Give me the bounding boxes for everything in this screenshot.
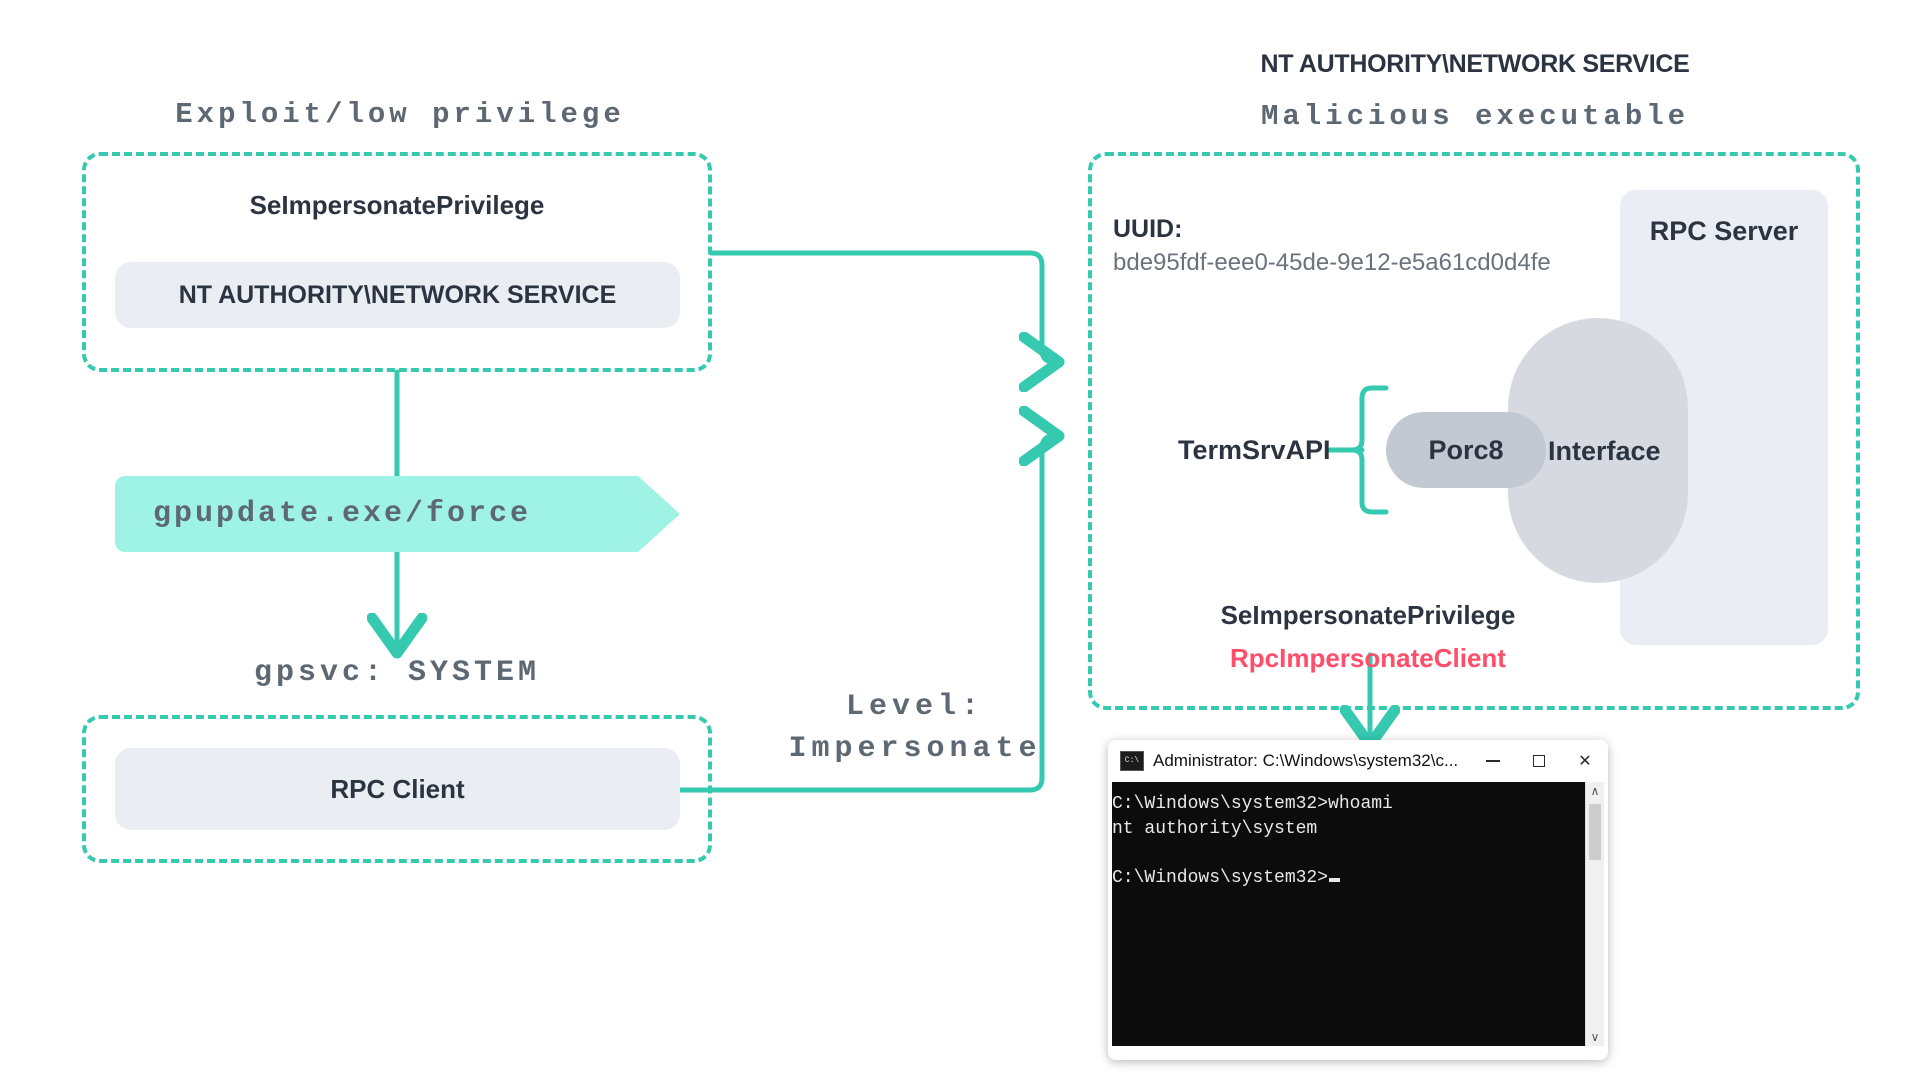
terminal-line [1112, 842, 1586, 867]
terminal-scrollbar[interactable]: ∧ ∨ [1585, 782, 1604, 1046]
uuid-label: UUID: [1113, 215, 1183, 243]
console-icon: C:\ [1120, 751, 1144, 771]
porc8-pill: Porc8 [1386, 412, 1546, 488]
wire-left-to-right-top [708, 250, 1054, 362]
close-button[interactable]: ✕ [1578, 753, 1592, 770]
terminal-title-text: Administrator: C:\Windows\system32\c... [1153, 751, 1459, 770]
rpc-client-box [82, 715, 712, 863]
terminal-prompt: C:\Windows\system32> [1112, 868, 1329, 889]
window-controls: ✕ [1470, 740, 1608, 782]
right-section-account: NT AUTHORITY\NETWORK SERVICE [1260, 50, 1690, 78]
rpc-server-title: RPC Server [1649, 216, 1799, 246]
terminal-prompt-line: C:\Windows\system32> [1112, 866, 1586, 891]
gpsvc-label: gpsvc: SYSTEM [253, 656, 541, 690]
scroll-down-icon[interactable]: ∨ [1590, 1030, 1600, 1044]
terminal-line: C:\Windows\system32>whoami [1112, 794, 1393, 814]
terminal-window[interactable]: C:\ Administrator: C:\Windows\system32\c… [1108, 740, 1608, 1060]
gpupdate-command-tag: gpupdate.exe/force [115, 476, 680, 552]
left-section-title: Exploit/low privilege [175, 98, 625, 131]
edge-label-impersonate: Impersonate [788, 732, 1042, 766]
minimize-button[interactable] [1470, 740, 1516, 782]
left-privilege-label: SeImpersonatePrivilege [249, 190, 545, 220]
exploit-box [82, 152, 712, 372]
rpc-server-panel: RPC Server [1620, 190, 1828, 645]
right-section-title: Malicious executable [1260, 100, 1690, 133]
rpc-impersonate-client-label: RpcImpersonateClient [1230, 643, 1506, 673]
network-service-pill: NT AUTHORITY\NETWORK SERVICE [115, 262, 680, 328]
right-privilege-label: SeImpersonatePrivilege [1220, 600, 1516, 630]
edge-label-level: Level: [845, 690, 985, 724]
scroll-up-icon[interactable]: ∧ [1590, 784, 1600, 798]
termsrvapi-label: TermSrvAPI [1178, 435, 1331, 465]
terminal-line: nt authority\system [1112, 818, 1318, 839]
terminal-cursor [1329, 878, 1341, 883]
maximize-button[interactable] [1516, 740, 1562, 782]
terminal-title-bar[interactable]: C:\ Administrator: C:\Windows\system32\c… [1108, 740, 1608, 782]
rpc-client-pill: RPC Client [115, 748, 680, 830]
scrollbar-thumb[interactable] [1589, 804, 1601, 860]
malicious-executable-box [1088, 152, 1860, 710]
uuid-value: bde95fdf-eee0-45de-9e12-e5a61cd0d4fe [1113, 249, 1551, 276]
terminal-output[interactable]: C:\Windows\system32>whoami nt authority\… [1112, 782, 1586, 1046]
interface-label: Interface [1548, 436, 1661, 466]
